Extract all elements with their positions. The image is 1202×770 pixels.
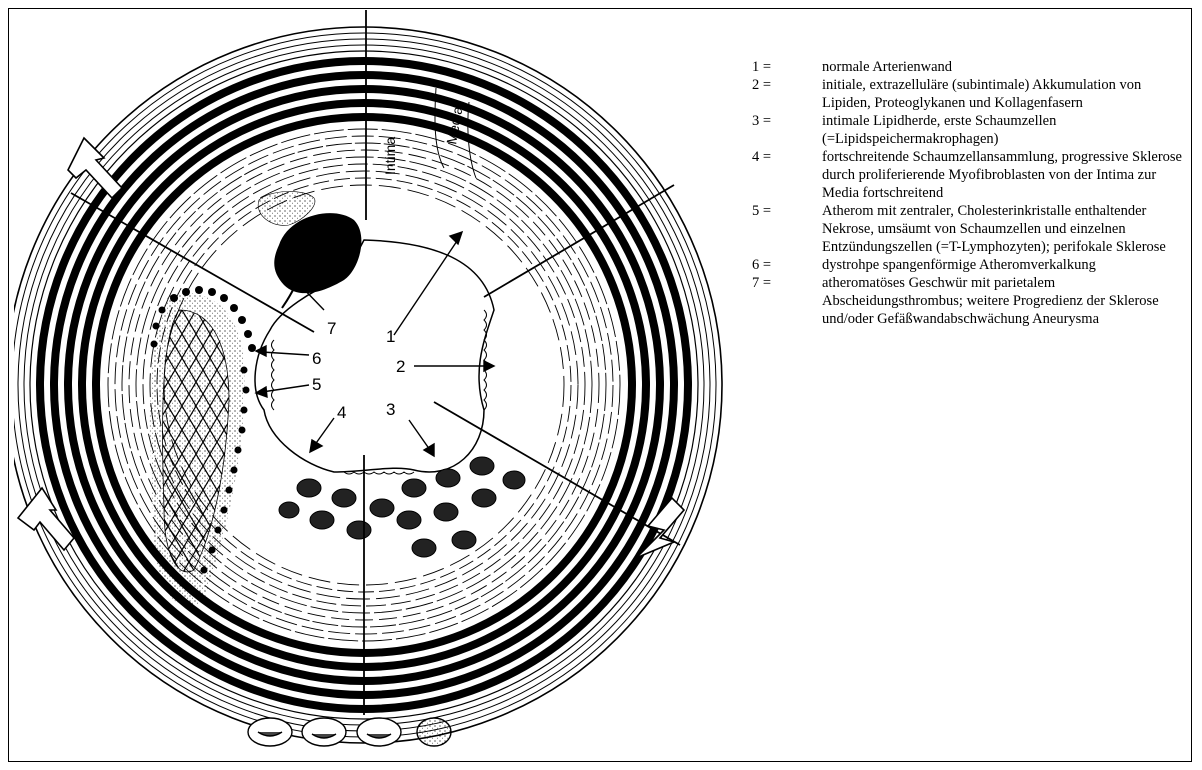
number-label-5: 5 [312,375,321,394]
legend-item: 4 =fortschreitende Schaumzellansammlung,… [752,148,1192,202]
legend-number: 4 = [752,148,822,166]
artery-cross-section-diagram: Intima Media 1 2 3 4 5 6 7 [14,10,744,760]
legend-text: initiale, extrazelluläre (subintimale) A… [822,76,1192,112]
legend-item: 5 =Atherom mit zentraler, Cholesterinkri… [752,202,1192,256]
number-label-2: 2 [396,357,405,376]
arrow-outline-upper-left [68,138,122,198]
number-label-7: 7 [327,319,336,338]
legend-number: 1 = [752,58,822,76]
legend-item: 2 =initiale, extrazelluläre (subintimale… [752,76,1192,112]
legend-text: atheromatöses Geschwür mit parietalem Ab… [822,274,1192,328]
atheroma-plaque [150,286,256,606]
legend-text: dystrohpe spangenförmige Atheromverkalku… [822,256,1192,274]
legend-number: 3 = [752,112,822,130]
number-label-4: 4 [337,403,346,422]
legend-item: 7 =atheromatöses Geschwür mit parietalem… [752,274,1192,328]
legend-item: 3 =intimale Lipidherde, erste Schaumzell… [752,112,1192,148]
number-label-3: 3 [386,400,395,419]
legend-number: 5 = [752,202,822,220]
legend-number: 7 = [752,274,822,292]
legend-text: Atherom mit zentraler, Cholesterinkrista… [822,202,1192,256]
legend-text: intimale Lipidherde, erste Schaumzellen … [822,112,1192,148]
legend-text: fortschreitende Schaumzellansammlung, pr… [822,148,1192,202]
legend-text: normale Arterienwand [822,58,1192,76]
legend-number: 2 = [752,76,822,94]
number-label-6: 6 [312,349,321,368]
number-label-1: 1 [386,327,395,346]
legend-item: 6 =dystrohpe spangenförmige Atheromverka… [752,256,1192,274]
legend-item: 1 =normale Arterienwand [752,58,1192,76]
legend-number: 6 = [752,256,822,274]
bottom-cell-illustrations [248,718,451,746]
intima-label: Intima [382,137,398,175]
